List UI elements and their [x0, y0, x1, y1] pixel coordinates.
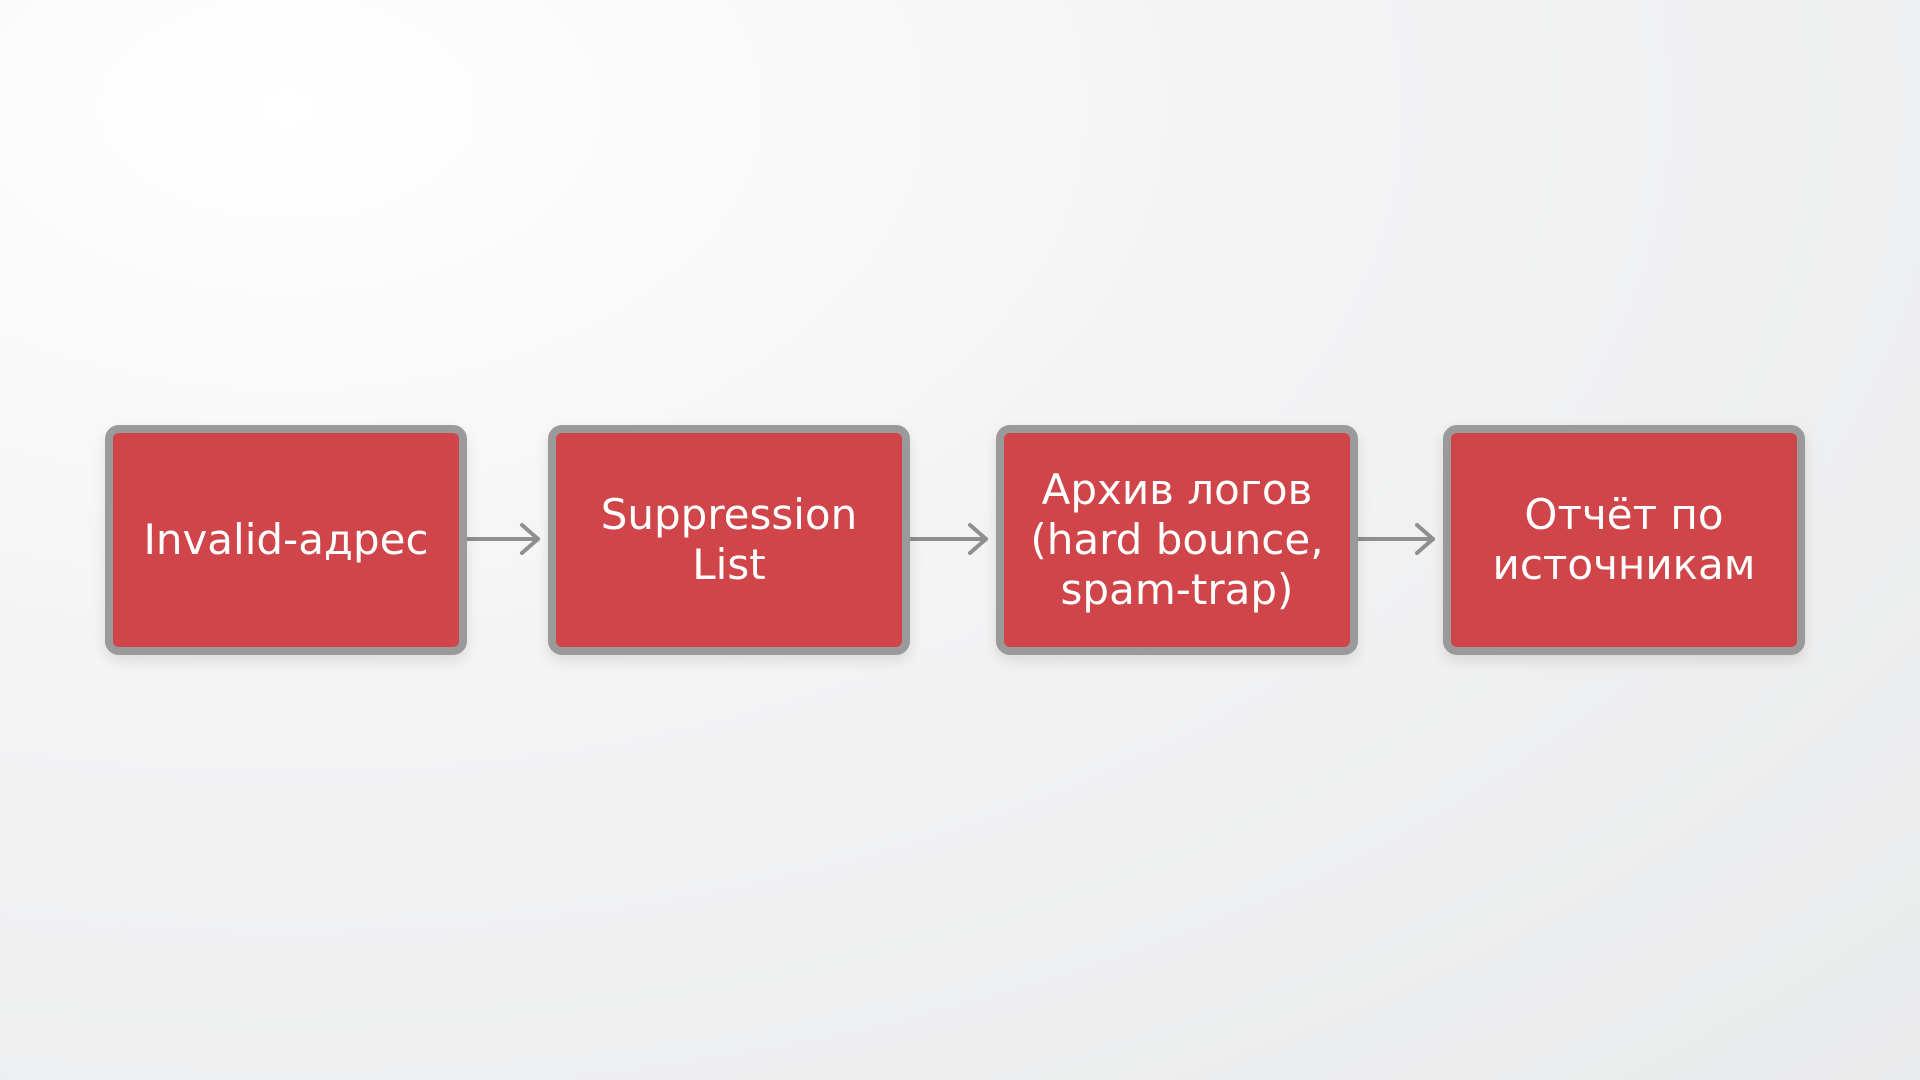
arrow-3 — [1356, 523, 1435, 555]
node-invalid-address: Invalid-адрес — [105, 425, 467, 655]
node-label: Invalid-адрес — [143, 515, 429, 564]
node-label: Архив логов (hard bounce, spam-trap) — [1030, 465, 1324, 614]
node-log-archive: Архив логов (hard bounce, spam-trap) — [996, 425, 1358, 655]
node-source-report: Отчёт по источникам — [1443, 425, 1805, 655]
node-label: Suppression List — [600, 490, 858, 589]
node-label: Отчёт по источникам — [1492, 490, 1756, 589]
arrow-1 — [465, 523, 540, 555]
node-suppression-list: Suppression List — [548, 425, 910, 655]
arrow-2 — [908, 523, 988, 555]
